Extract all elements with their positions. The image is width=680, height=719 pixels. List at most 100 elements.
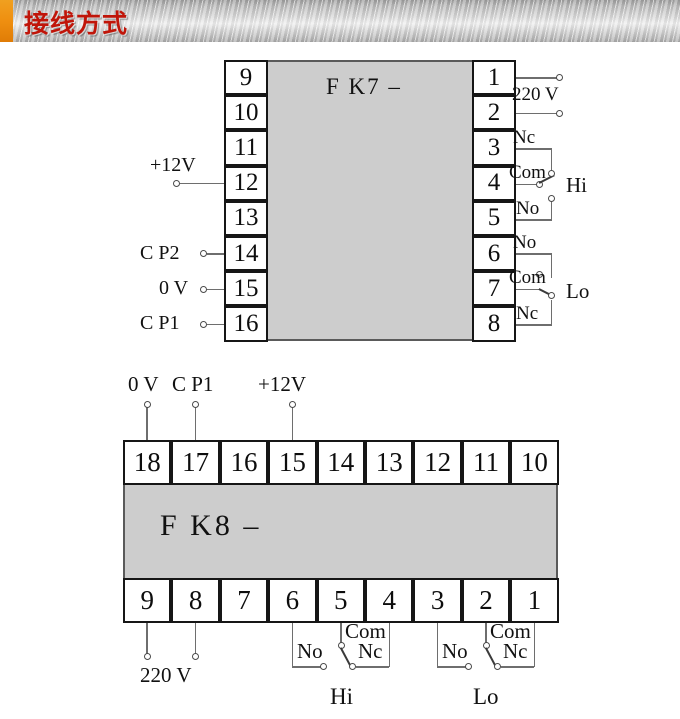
fk7-terminal-4[interactable]: 4 — [472, 165, 516, 201]
fk7-terminal-8[interactable]: 8 — [472, 306, 516, 342]
fk7-node-cp2[interactable] — [200, 250, 207, 257]
fk8-title: F K8 – — [160, 509, 262, 542]
fk7-node-cp1[interactable] — [200, 320, 207, 328]
fk8-terminal-6[interactable]: 6 — [268, 578, 317, 623]
fk8-device-body — [123, 485, 558, 578]
fk8-node-220v-l2[interactable] — [192, 653, 199, 660]
fk7-terminal-5[interactable]: 5 — [472, 200, 516, 236]
fk7-label-lo-nc: Nc — [516, 303, 539, 324]
fk8-label-0v: 0 V — [128, 372, 159, 396]
fk8-wire-hi-com — [340, 623, 342, 644]
fk7-label-220v: 220 V — [512, 84, 559, 105]
fk7-terminal-15[interactable]: 15 — [224, 271, 268, 307]
fk7-node-hi-nc-contact[interactable] — [548, 170, 555, 177]
diagram-fk8: F K8 – 18 17 16 15 14 13 12 11 10 9 8 7 … — [0, 355, 680, 719]
fk8-node-0v[interactable] — [143, 401, 151, 408]
fk8-label-hi-no: No — [297, 639, 323, 663]
fk8-terminal-9[interactable]: 9 — [123, 578, 172, 623]
fk7-terminal-3[interactable]: 3 — [472, 130, 516, 166]
fk8-node-220v-l1[interactable] — [143, 653, 151, 660]
fk8-terminal-3[interactable]: 3 — [413, 578, 462, 623]
fk7-terminal-12[interactable]: 12 — [224, 165, 268, 201]
fk7-terminal-14[interactable]: 14 — [224, 236, 268, 272]
fk8-wire-hi-nc-drop — [388, 623, 390, 667]
fk8-node-cp1[interactable] — [192, 401, 199, 408]
fk7-terminal-7[interactable]: 7 — [472, 271, 516, 307]
fk7-node-0v[interactable] — [200, 285, 207, 293]
fk8-wire-plus12v — [291, 407, 293, 440]
fk7-wire-cp2 — [207, 253, 224, 255]
fk8-node-lo-nc-contact[interactable] — [494, 663, 501, 670]
fk7-wire-hi-no-rise — [550, 198, 552, 219]
fk7-terminal-11[interactable]: 11 — [224, 130, 268, 166]
fk8-label-hi: Hi — [330, 684, 353, 709]
fk7-node-lo-nc-contact[interactable] — [548, 292, 555, 299]
fk8-wire-lo-nc-drop — [533, 623, 535, 667]
fk8-terminal-18[interactable]: 18 — [123, 440, 172, 485]
header-metal-background — [0, 0, 680, 42]
fk7-wire-lo-no-drop — [550, 253, 552, 278]
fk8-wire-hi-nc — [356, 666, 389, 668]
diagram-fk7: F K7 – 9 10 11 12 13 14 15 16 1 2 3 4 5 … — [140, 60, 589, 342]
fk8-terminal-12[interactable]: 12 — [413, 440, 462, 485]
fk7-wire-hi-com — [516, 183, 541, 185]
fk7-label-hi: Hi — [566, 173, 587, 197]
fk8-wire-lo-no-drop — [436, 623, 438, 667]
fk7-node-hi-no-contact[interactable] — [548, 195, 555, 202]
fk8-terminal-15[interactable]: 15 — [268, 440, 317, 485]
fk8-terminal-7[interactable]: 7 — [219, 578, 269, 623]
fk7-wire-220v-l1 — [516, 77, 561, 79]
fk7-node-220v-l2[interactable] — [556, 109, 563, 117]
fk8-label-lo-no: No — [442, 639, 468, 663]
fk8-terminal-14[interactable]: 14 — [316, 440, 365, 485]
header-accent-bar — [0, 0, 13, 42]
fk8-wire-220v-l2 — [194, 623, 196, 655]
fk7-node-lo-com[interactable] — [536, 271, 543, 278]
fk8-label-lo-com: Com — [490, 619, 531, 643]
fk7-terminal-16[interactable]: 16 — [224, 306, 268, 342]
fk8-wire-lo-nc — [501, 666, 534, 668]
fk8-label-lo-nc: Nc — [503, 639, 528, 663]
fk7-terminal-2[interactable]: 2 — [472, 95, 516, 131]
fk8-wire-hi-no-drop — [291, 623, 293, 667]
fk8-node-plus12v[interactable] — [289, 401, 296, 408]
fk8-label-220v: 220 V — [140, 663, 192, 687]
fk7-label-plus12v: +12V — [150, 154, 196, 176]
fk8-terminal-16[interactable]: 16 — [219, 440, 269, 485]
fk8-terminal-10[interactable]: 10 — [510, 440, 559, 485]
fk7-label-cp1: C P1 — [140, 312, 180, 334]
fk7-label-hi-nc: Nc — [513, 127, 536, 148]
fk7-terminal-9[interactable]: 9 — [224, 60, 268, 96]
fk7-terminal-1[interactable]: 1 — [472, 60, 516, 96]
fk8-wire-hi-no — [291, 666, 325, 668]
fk8-node-lo-no-contact[interactable] — [465, 663, 472, 670]
fk8-wire-cp1 — [194, 407, 196, 440]
fk7-terminal-10[interactable]: 10 — [224, 95, 268, 131]
fk8-terminal-8[interactable]: 8 — [171, 578, 220, 623]
fk7-wire-lo-no — [516, 253, 552, 255]
fk8-wire-0v — [146, 407, 148, 440]
fk8-terminal-5[interactable]: 5 — [316, 578, 365, 623]
fk8-terminal-13[interactable]: 13 — [365, 440, 414, 485]
fk8-terminal-17[interactable]: 17 — [171, 440, 220, 485]
fk8-node-hi-nc-contact[interactable] — [349, 663, 356, 670]
fk7-wire-lo-nc-rise — [550, 300, 552, 324]
fk8-wire-lo-no — [436, 666, 470, 668]
fk8-label-cp1: C P1 — [172, 372, 214, 396]
fk7-terminal-13[interactable]: 13 — [224, 200, 268, 236]
fk7-node-plus12v[interactable] — [173, 179, 180, 187]
fk8-terminal-1[interactable]: 1 — [510, 578, 559, 623]
fk7-node-220v-l1[interactable] — [556, 74, 563, 81]
fk7-terminal-6[interactable]: 6 — [472, 236, 516, 272]
fk7-wire-lo-com — [516, 288, 541, 290]
fk8-node-hi-no-contact[interactable] — [320, 663, 327, 670]
fk8-terminal-4[interactable]: 4 — [365, 578, 414, 623]
fk7-wire-hi-nc — [516, 148, 552, 150]
fk7-label-cp2: C P2 — [140, 242, 180, 264]
fk8-wire-lo-com — [485, 623, 487, 644]
fk7-wire-cp1 — [207, 323, 224, 325]
fk7-label-lo-no: No — [513, 232, 537, 253]
fk7-label-hi-no: No — [516, 198, 540, 219]
fk8-terminal-2[interactable]: 2 — [461, 578, 511, 623]
fk8-terminal-11[interactable]: 11 — [461, 440, 511, 485]
